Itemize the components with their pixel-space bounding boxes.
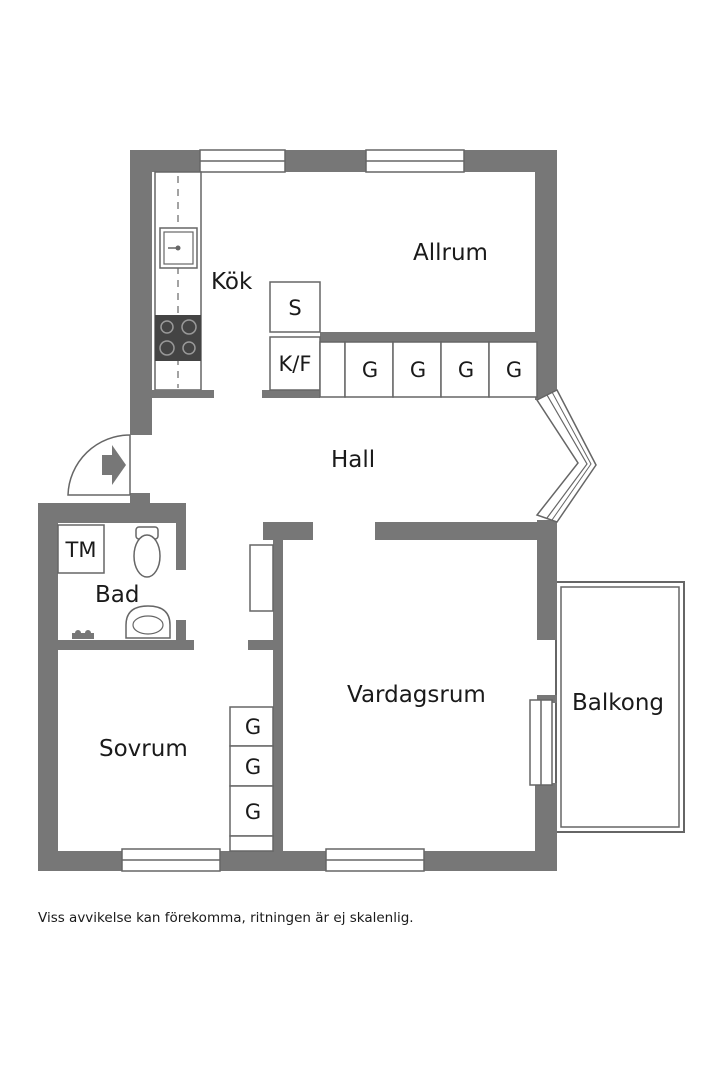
- unit-label-wardrobe: G: [362, 358, 378, 382]
- room-label-living: Vardagsrum: [347, 682, 486, 708]
- unit-label-wardrobe: G: [458, 358, 474, 382]
- bath-fixtures: [57, 524, 171, 639]
- unit-label-kf: K/F: [279, 352, 312, 376]
- room-label-kitchen: Kök: [211, 269, 253, 295]
- balcony: [555, 581, 685, 833]
- room-label-bath: Bad: [95, 582, 139, 608]
- room-label-allrum: Allrum: [413, 240, 488, 266]
- room-labels: Kök Allrum Hall Bad Sovrum Vardagsrum Ba…: [95, 240, 664, 762]
- hall-wardrobes: [319, 341, 538, 398]
- hall-closet: [249, 544, 274, 612]
- stove-icon: [155, 315, 201, 361]
- unit-label-wardrobe: G: [245, 800, 261, 824]
- bay-window: [535, 388, 597, 523]
- unit-label-wardrobe: G: [410, 358, 426, 382]
- unit-label-wardrobe: G: [245, 715, 261, 739]
- room-label-bedroom: Sovrum: [99, 736, 188, 762]
- unit-labels: S K/F TM G G G G G G G: [65, 296, 523, 824]
- windows: [121, 149, 553, 872]
- washing-machine-icon: [57, 524, 105, 574]
- unit-label-wardrobe: G: [506, 358, 522, 382]
- entrance-door: [67, 434, 131, 496]
- unit-label-wardrobe: G: [245, 755, 261, 779]
- kitchen-fixtures: [150, 171, 320, 398]
- shower-tap-icon: [72, 630, 94, 639]
- bedroom-wardrobes: [229, 706, 274, 852]
- unit-label-s: S: [288, 296, 301, 320]
- kitchen-units: [269, 281, 321, 391]
- entrance-arrow-icon: [102, 445, 126, 485]
- room-label-balcony: Balkong: [572, 690, 664, 716]
- toilet-icon: [133, 526, 161, 578]
- disclaimer-text: Viss avvikelse kan förekomma, ritningen …: [38, 910, 414, 926]
- washbasin-icon: [125, 605, 171, 639]
- floor-plan: Kök Allrum Hall Bad Sovrum Vardagsrum Ba…: [38, 149, 685, 872]
- room-label-hall: Hall: [331, 447, 375, 473]
- unit-label-tm: TM: [65, 538, 97, 562]
